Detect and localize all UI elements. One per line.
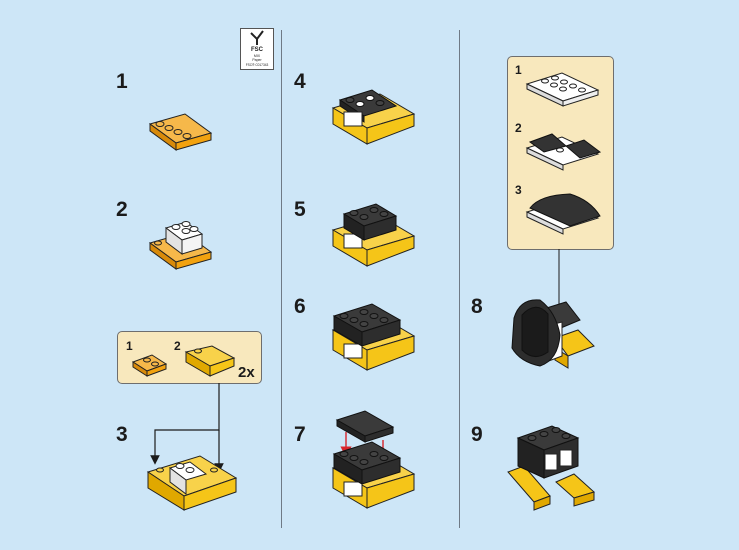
step9-assembly <box>507 425 595 511</box>
step-number-5: 5 <box>294 198 306 221</box>
callout-b-white-plate <box>525 72 600 107</box>
step1-orange-plate <box>148 113 213 151</box>
step3-assembly <box>146 455 238 511</box>
callout-substep-2: 2 <box>174 339 181 353</box>
step7-black-plate <box>335 410 395 443</box>
step-number-4: 4 <box>294 70 306 93</box>
step2-assembly <box>148 221 213 270</box>
step-number-2: 2 <box>116 198 128 221</box>
fsc-logo-text-1: FSC <box>251 47 264 53</box>
step6-assembly <box>331 303 416 371</box>
step-number-7: 7 <box>294 423 306 446</box>
step-number-6: 6 <box>294 295 306 318</box>
callout-substep-3: 3 <box>515 183 522 197</box>
step-number-8: 8 <box>471 295 483 318</box>
quantity-multiplier: 2x <box>238 364 255 381</box>
step7-assembly <box>331 441 416 509</box>
callout-substep-1: 1 <box>126 339 133 353</box>
step-number-3: 3 <box>116 423 128 446</box>
step-number-1: 1 <box>116 70 128 93</box>
fsc-logo-text-2: MIX <box>254 54 261 58</box>
tree-checkmark-icon: FSC MIX Paper FSC® C017343 <box>246 30 269 67</box>
fsc-logo: FSC MIX Paper FSC® C017343 <box>240 28 274 70</box>
fsc-logo-text-4: FSC® C017343 <box>246 63 269 67</box>
callout-substep-1: 1 <box>515 63 522 77</box>
step3-arrows <box>150 383 224 473</box>
callout-substep-2: 2 <box>515 121 522 135</box>
column-divider-right <box>459 30 460 528</box>
callout-a-orange-plate <box>131 354 168 377</box>
step-number-9: 9 <box>471 423 483 446</box>
fsc-logo-text-3: Paper <box>252 58 262 62</box>
callout-a-yellow-slope <box>184 345 236 377</box>
step8-assembly <box>511 299 595 369</box>
callout-b-substep2 <box>525 133 602 171</box>
callout-b-substep3 <box>525 193 601 235</box>
step4-assembly <box>331 89 416 145</box>
step5-assembly <box>331 203 416 267</box>
column-divider-left <box>281 30 282 528</box>
